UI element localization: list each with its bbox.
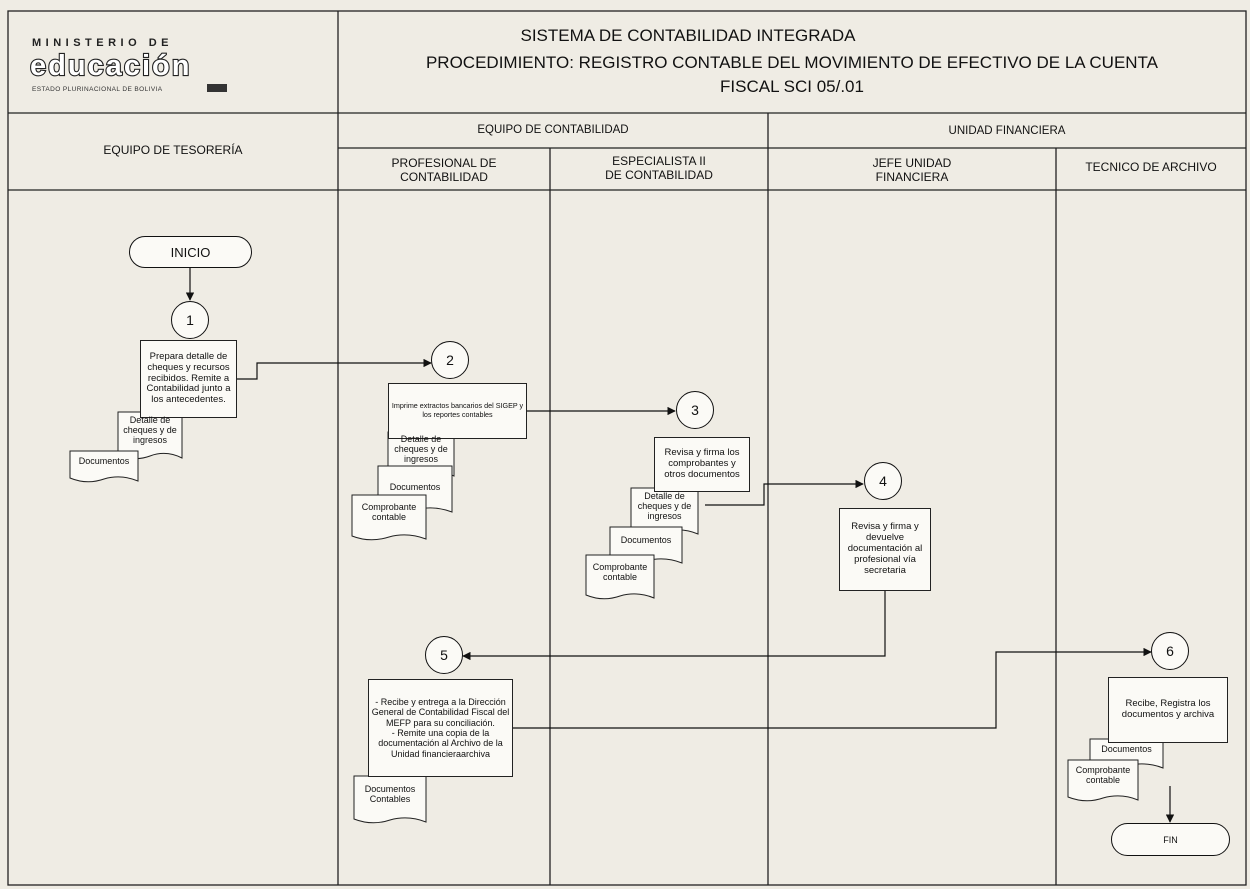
start-terminal: INICIO bbox=[129, 236, 252, 268]
system-title: SISTEMA DE CONTABILIDAD INTEGRADA bbox=[520, 26, 856, 45]
connector-4-5 bbox=[462, 591, 886, 661]
step-2-process-box: Imprime extractos bancarios del SIGEP y … bbox=[388, 383, 527, 439]
lane-archivo-header: TECNICO DE ARCHIVO bbox=[1085, 160, 1217, 174]
document-shapes bbox=[69, 411, 1164, 824]
logo-accent-bar bbox=[207, 84, 227, 92]
lane-profesional-header: PROFESIONAL DE CONTABILIDAD bbox=[391, 156, 497, 185]
group-unidad-financiera: UNIDAD FINANCIERA bbox=[948, 125, 1066, 137]
doc-s2-documentos: Documentos bbox=[389, 482, 441, 492]
connector-1-2 bbox=[237, 358, 432, 380]
step-1-process-box: Prepara detalle de cheques y recursos re… bbox=[140, 340, 237, 418]
step-6-circle: 6 bbox=[1151, 632, 1189, 670]
lane-jefe-header: JEFE UNIDAD FINANCIERA bbox=[872, 156, 952, 185]
doc-shape-s2-c bbox=[351, 494, 427, 541]
doc-s1-documentos: Documentos bbox=[78, 456, 130, 467]
doc-s3-documentos: Documentos bbox=[620, 535, 672, 546]
group-equipo-contabilidad: EQUIPO DE CONTABILIDAD bbox=[477, 124, 629, 136]
doc-s5-documentos-contables: Documentos Contables bbox=[364, 784, 416, 804]
step-3-process-box: Revisa y firma los comprobantes y otros … bbox=[654, 437, 750, 492]
procedure-title-line1: PROCEDIMIENTO: REGISTRO CONTABLE DEL MOV… bbox=[425, 53, 1159, 72]
doc-s3-comprobante: Comprobante contable bbox=[592, 561, 648, 582]
doc-s6-documentos: Documentos bbox=[1101, 744, 1152, 755]
doc-s2-detalle: Detalle de cheques y de ingresos bbox=[394, 434, 448, 464]
connector-3-4 bbox=[705, 479, 864, 506]
step-3-circle: 3 bbox=[676, 391, 714, 429]
logo-educacion-wordmark: educación bbox=[29, 49, 192, 83]
doc-shape-s5-a bbox=[353, 775, 427, 824]
step-6-process-box: Recibe, Registra los documentos y archiv… bbox=[1108, 677, 1228, 743]
doc-shape-s1-b bbox=[69, 450, 139, 483]
doc-s1-detalle: Detalle de cheques y de ingresos bbox=[123, 415, 177, 445]
doc-s6-comprobante: Comprobante contable bbox=[1075, 765, 1131, 785]
logo-ministerio-text: MINISTERIO DE bbox=[32, 37, 174, 49]
doc-s3-detalle: Detalle de cheques y de ingresos bbox=[637, 491, 692, 521]
lane-especialista-header: ESPECIALISTA II DE CONTABILIDAD bbox=[605, 154, 713, 183]
logo-estado-text: ESTADO PLURINACIONAL DE BOLIVIA bbox=[32, 86, 163, 93]
step-5-process-box: - Recibe y entrega a la Dirección Genera… bbox=[368, 679, 513, 777]
lane-tesoreria-header: EQUIPO DE TESORERÍA bbox=[103, 143, 243, 157]
procedure-title-line2: FISCAL SCI 05/.01 bbox=[720, 77, 864, 96]
step-4-circle: 4 bbox=[864, 462, 902, 500]
step-2-circle: 2 bbox=[431, 341, 469, 379]
doc-shape-s6-b bbox=[1067, 759, 1139, 802]
connectors bbox=[185, 268, 1175, 823]
step-4-process-box: Revisa y firma y devuelve documentación … bbox=[839, 508, 931, 591]
step-5-circle: 5 bbox=[425, 636, 463, 674]
end-terminal: FIN bbox=[1111, 823, 1230, 856]
connector-5-6 bbox=[513, 647, 1152, 729]
doc-s2-comprobante: Comprobante contable bbox=[361, 502, 417, 522]
step-1-circle: 1 bbox=[171, 301, 209, 339]
swimlane-grid bbox=[7, 10, 1247, 886]
doc-shape-s3-c bbox=[585, 554, 655, 600]
